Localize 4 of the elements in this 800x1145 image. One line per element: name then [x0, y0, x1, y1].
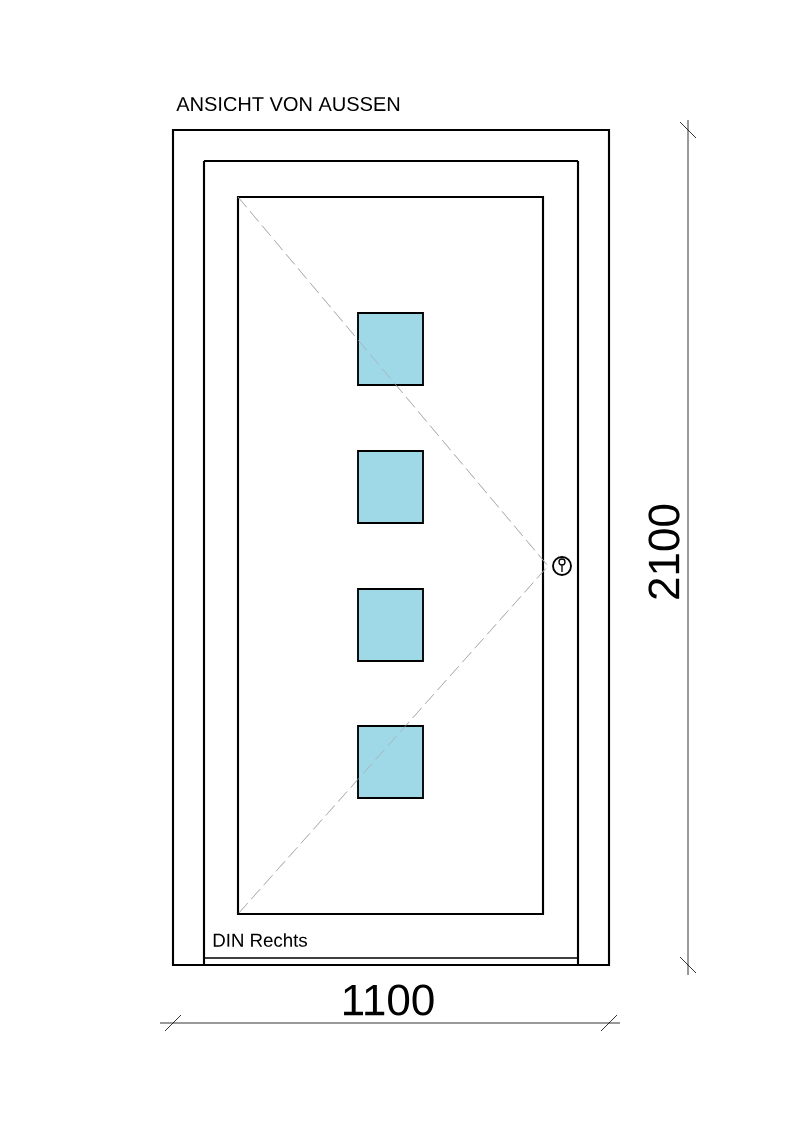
hinge-side-label: DIN Rechts [213, 933, 307, 947]
dimension-label: 1100 [344, 984, 434, 1016]
dimension-label: 2100 [648, 504, 680, 599]
view-title: ANSICHT VON AUSSEN [176, 96, 400, 112]
